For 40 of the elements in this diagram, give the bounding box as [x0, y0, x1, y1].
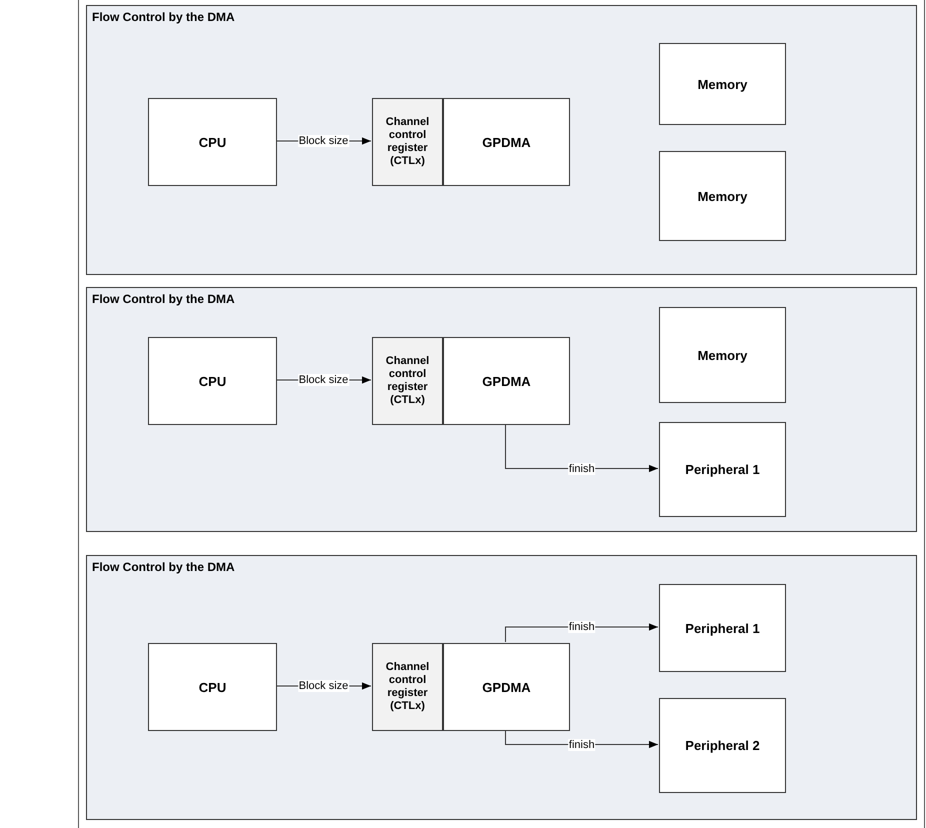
- register-box: [372, 98, 443, 186]
- diagram-panel: [86, 5, 917, 275]
- component-box: [659, 422, 786, 517]
- box-label: CPU: [198, 374, 226, 388]
- edge-label: Block size: [298, 374, 350, 386]
- box-label: Memory: [698, 76, 748, 92]
- panel-title: Flow Control by the DMA: [92, 292, 235, 306]
- box-label: GPDMA: [482, 374, 531, 388]
- edge-label: Block size: [298, 680, 350, 692]
- box-label: Peripheral 1: [685, 462, 760, 477]
- box-label: CPU: [198, 134, 226, 150]
- box-label: Channel control register (CTLx): [384, 116, 430, 168]
- register-box: [372, 643, 443, 731]
- component-box: [443, 98, 570, 186]
- component-box: [659, 307, 786, 403]
- edge-label: finish: [568, 621, 596, 633]
- component-box: [148, 643, 277, 731]
- edge-label: Block size: [298, 135, 350, 147]
- component-box: [659, 151, 786, 241]
- diagram-panel: [86, 287, 917, 532]
- component-box: [659, 584, 786, 672]
- box-label: CPU: [198, 680, 226, 694]
- diagram-panel: [86, 555, 917, 820]
- component-box: [659, 43, 786, 125]
- component-box: [443, 643, 570, 731]
- panel-title: Flow Control by the DMA: [92, 560, 235, 574]
- box-label: Peripheral 1: [685, 620, 760, 636]
- component-box: [148, 98, 277, 186]
- component-box: [148, 337, 277, 425]
- component-box: [443, 337, 570, 425]
- box-label: GPDMA: [482, 134, 531, 150]
- box-label: GPDMA: [482, 680, 531, 694]
- box-label: Channel control register (CTLx): [384, 661, 430, 713]
- component-box: [659, 698, 786, 793]
- panel-title: Flow Control by the DMA: [92, 10, 235, 24]
- register-box: [372, 337, 443, 425]
- box-label: Channel control register (CTLx): [384, 355, 430, 407]
- box-label: Peripheral 2: [685, 738, 760, 753]
- box-label: Memory: [698, 348, 748, 362]
- box-label: Memory: [698, 188, 748, 204]
